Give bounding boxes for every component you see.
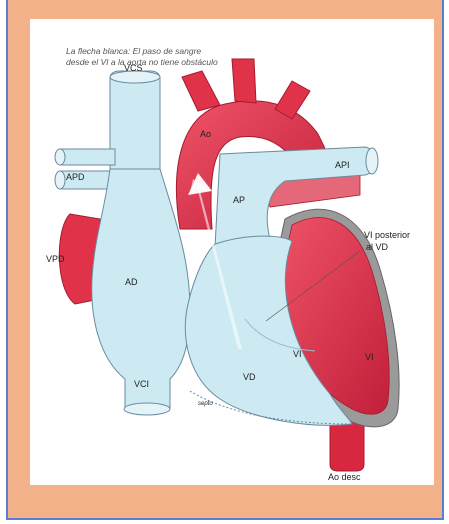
heart-diagram bbox=[30, 19, 434, 485]
label-vi-outer: VI bbox=[365, 352, 374, 362]
label-vi-posterior-2: al VD bbox=[366, 242, 388, 252]
label-ao-desc: Ao desc bbox=[328, 472, 361, 482]
right-atrium bbox=[92, 169, 190, 409]
label-vd: VD bbox=[243, 372, 256, 382]
label-api: API bbox=[335, 160, 350, 170]
label-apd: APD bbox=[66, 172, 85, 182]
label-vpd: VPD bbox=[46, 254, 65, 264]
label-septo: septo bbox=[198, 401, 213, 407]
caption-line-1: La flecha blanca: El paso de sangre bbox=[66, 46, 366, 57]
label-ap: AP bbox=[233, 195, 245, 205]
right-pulmonary-artery-1 bbox=[60, 149, 115, 165]
label-ao: Ao bbox=[200, 129, 211, 139]
superior-vena-cava bbox=[110, 71, 160, 169]
label-ad: AD bbox=[125, 277, 138, 287]
label-vcs: VCS bbox=[124, 63, 143, 73]
caption-line-2: desde el VI a la aorta no tiene obstácul… bbox=[66, 57, 366, 68]
diagram-panel: La flecha blanca: El paso de sangre desd… bbox=[30, 19, 434, 485]
label-vci: VCI bbox=[134, 379, 149, 389]
aortic-branch-1 bbox=[182, 71, 220, 111]
label-vi-posterior-1: VI posterior bbox=[364, 230, 410, 240]
label-vi-inner: VI bbox=[293, 349, 302, 359]
caption: La flecha blanca: El paso de sangre desd… bbox=[66, 46, 366, 68]
